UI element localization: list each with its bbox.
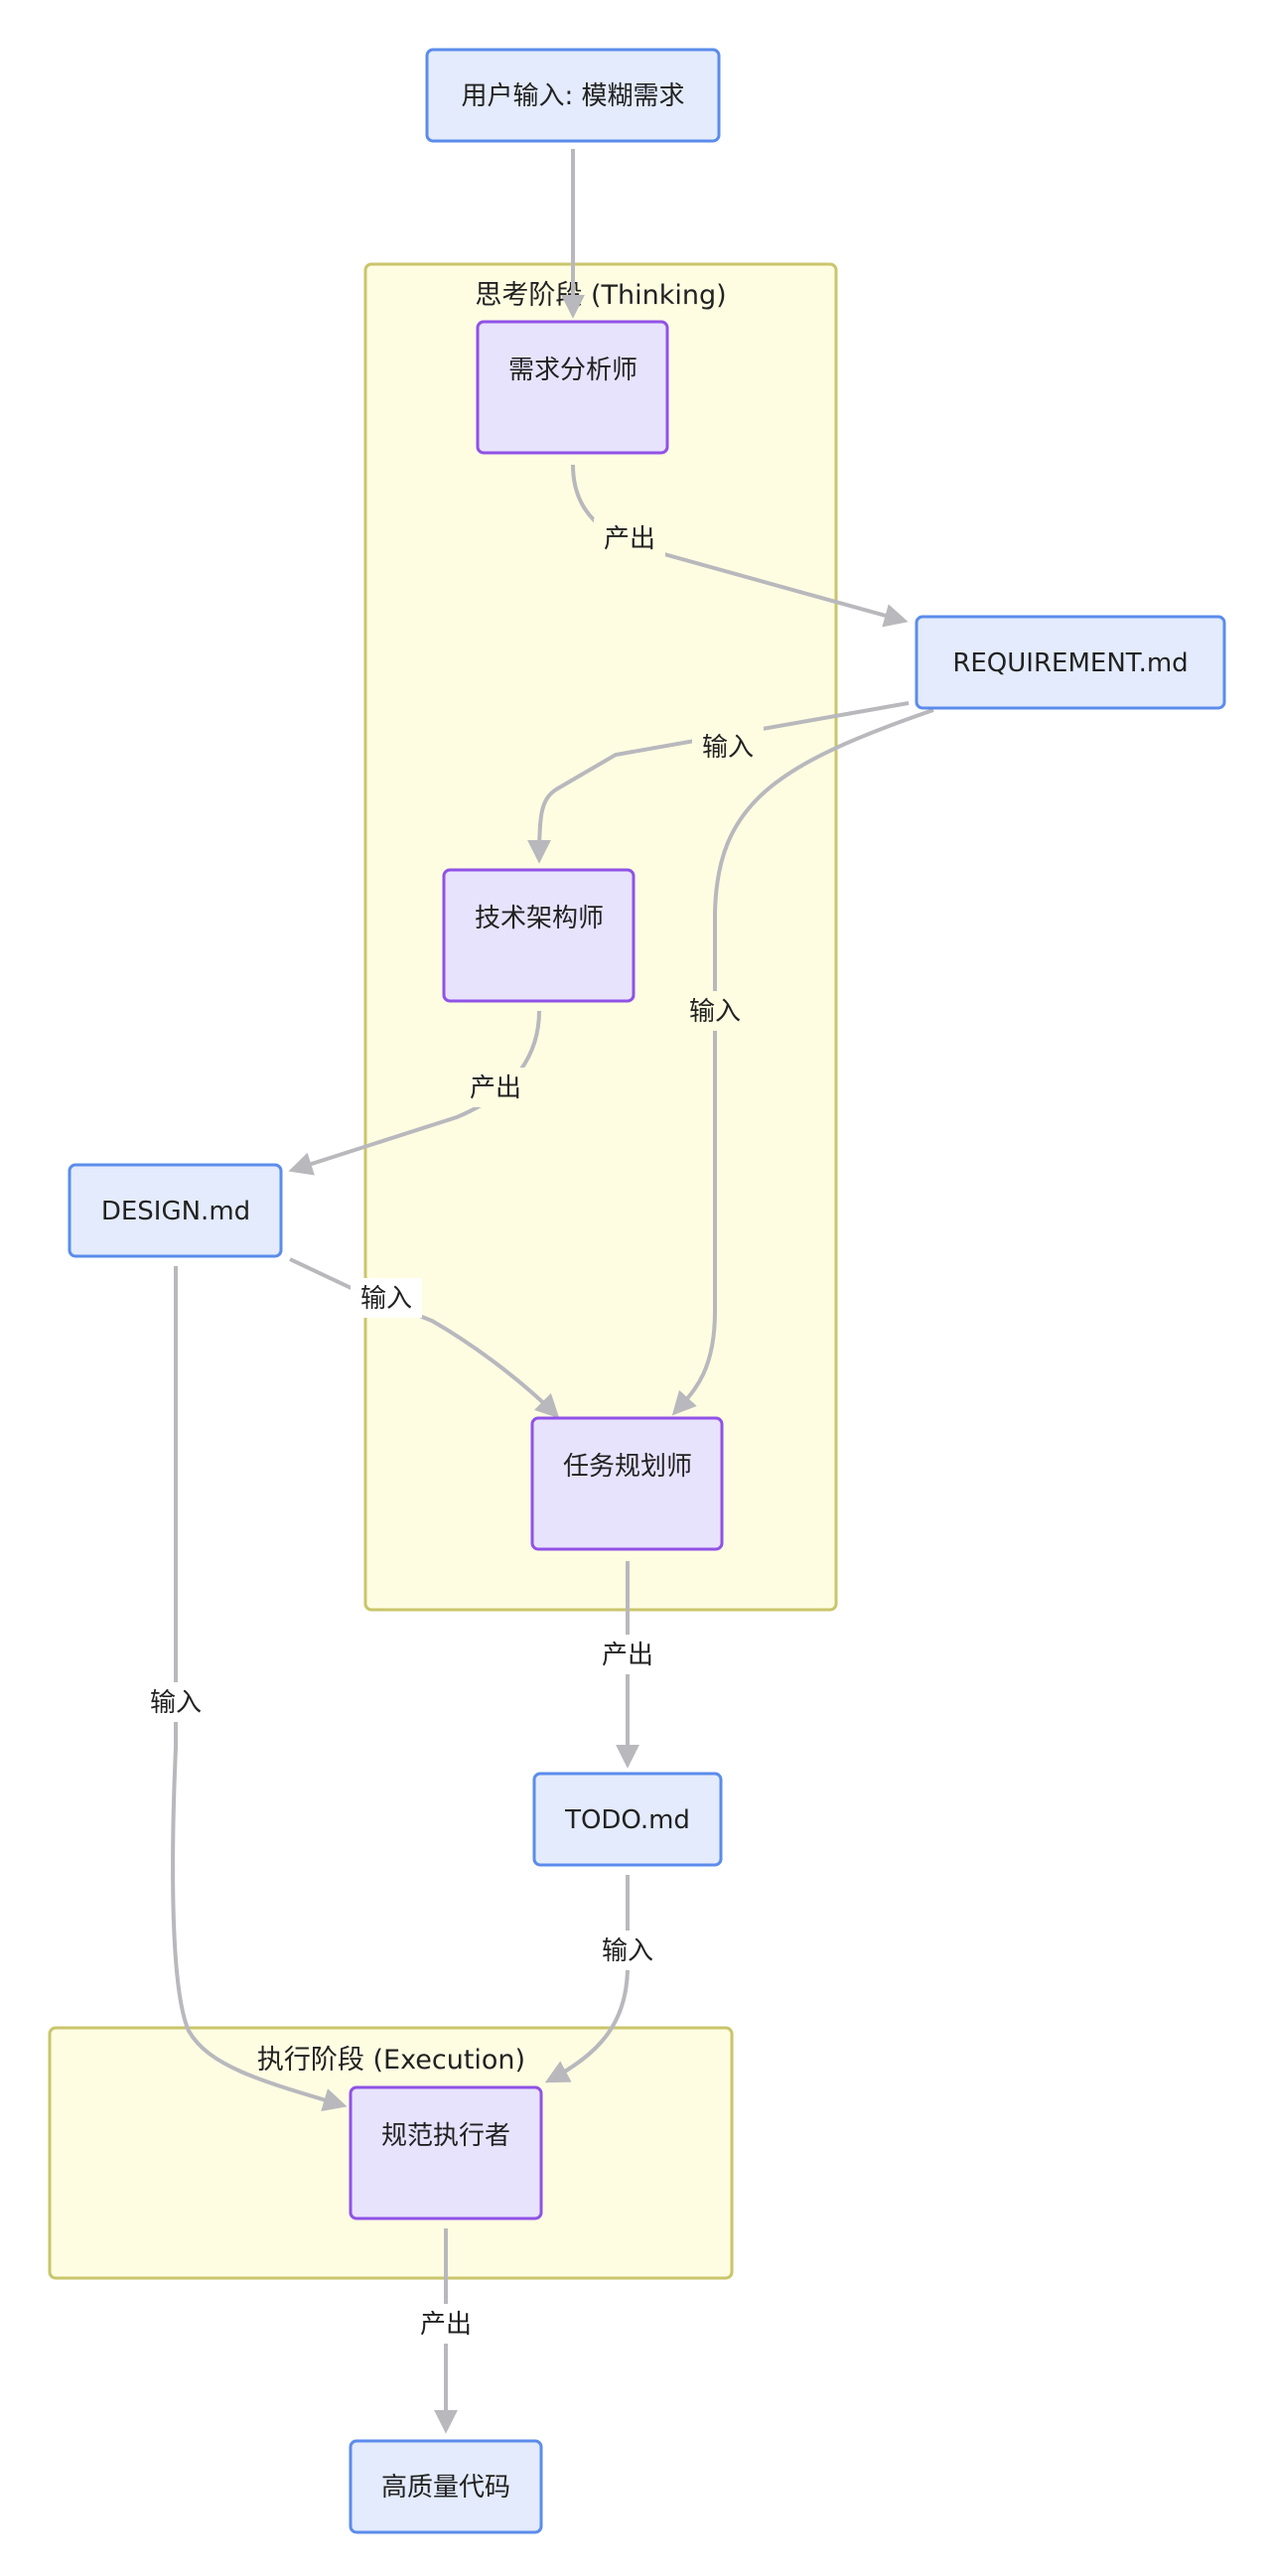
- node-design-md[interactable]: DESIGN.md: [68, 1163, 283, 1258]
- node-tech-architect-label: 技术架构师: [475, 904, 604, 933]
- node-design-md-label: DESIGN.md: [101, 1197, 250, 1226]
- edge-todo-to-executor: [544, 1875, 630, 2083]
- node-requirement-md[interactable]: REQUIREMENT.md: [915, 615, 1226, 710]
- edge-label-requirement-input-planner: 输入: [689, 997, 741, 1027]
- node-task-planner-label: 任务规划师: [563, 1452, 692, 1482]
- edge-label-todo-input-executor: 输入: [602, 1936, 653, 1966]
- edge-design-to-planner: [289, 1257, 560, 1419]
- edge-label-architect-output: 产出: [470, 1073, 521, 1103]
- node-todo-md-label: TODO.md: [564, 1805, 690, 1835]
- node-spec-executor-label: 规范执行者: [381, 2121, 510, 2151]
- node-spec-executor[interactable]: 规范执行者: [349, 2085, 543, 2220]
- edge-labels: 产出 输入 输入 产出 输入 产出 输入 输入 产出: [140, 518, 764, 2344]
- node-user-input[interactable]: 用户输入: 模糊需求: [425, 48, 721, 143]
- node-task-planner[interactable]: 任务规划师: [530, 1416, 724, 1551]
- edge-requirement-to-architect: [527, 701, 910, 864]
- edge-requirement-to-planner: [671, 708, 934, 1416]
- thinking-phase-title: 思考阶段 (Thinking): [475, 280, 726, 311]
- edge-label-executor-output: 产出: [420, 2310, 472, 2340]
- edge-label-analyst-output: 产出: [604, 524, 655, 554]
- node-quality-code[interactable]: 高质量代码: [349, 2439, 543, 2534]
- node-tech-architect[interactable]: 技术架构师: [442, 868, 636, 1003]
- node-requirement-md-label: REQUIREMENT.md: [952, 648, 1188, 678]
- edge-label-requirement-input-architect: 输入: [702, 733, 754, 763]
- node-user-input-label: 用户输入: 模糊需求: [461, 81, 684, 111]
- node-requirement-analyst[interactable]: 需求分析师: [476, 320, 669, 455]
- node-quality-code-label: 高质量代码: [381, 2473, 510, 2503]
- execution-phase-title: 执行阶段 (Execution): [257, 2045, 525, 2075]
- edge-label-design-input-executor: 输入: [150, 1688, 202, 1718]
- edge-label-design-input-planner: 输入: [360, 1284, 412, 1314]
- node-requirement-analyst-label: 需求分析师: [508, 356, 637, 385]
- edge-label-planner-output: 产出: [602, 1641, 653, 1670]
- node-todo-md[interactable]: TODO.md: [532, 1772, 723, 1867]
- edge-design-to-executor: [171, 1266, 348, 2112]
